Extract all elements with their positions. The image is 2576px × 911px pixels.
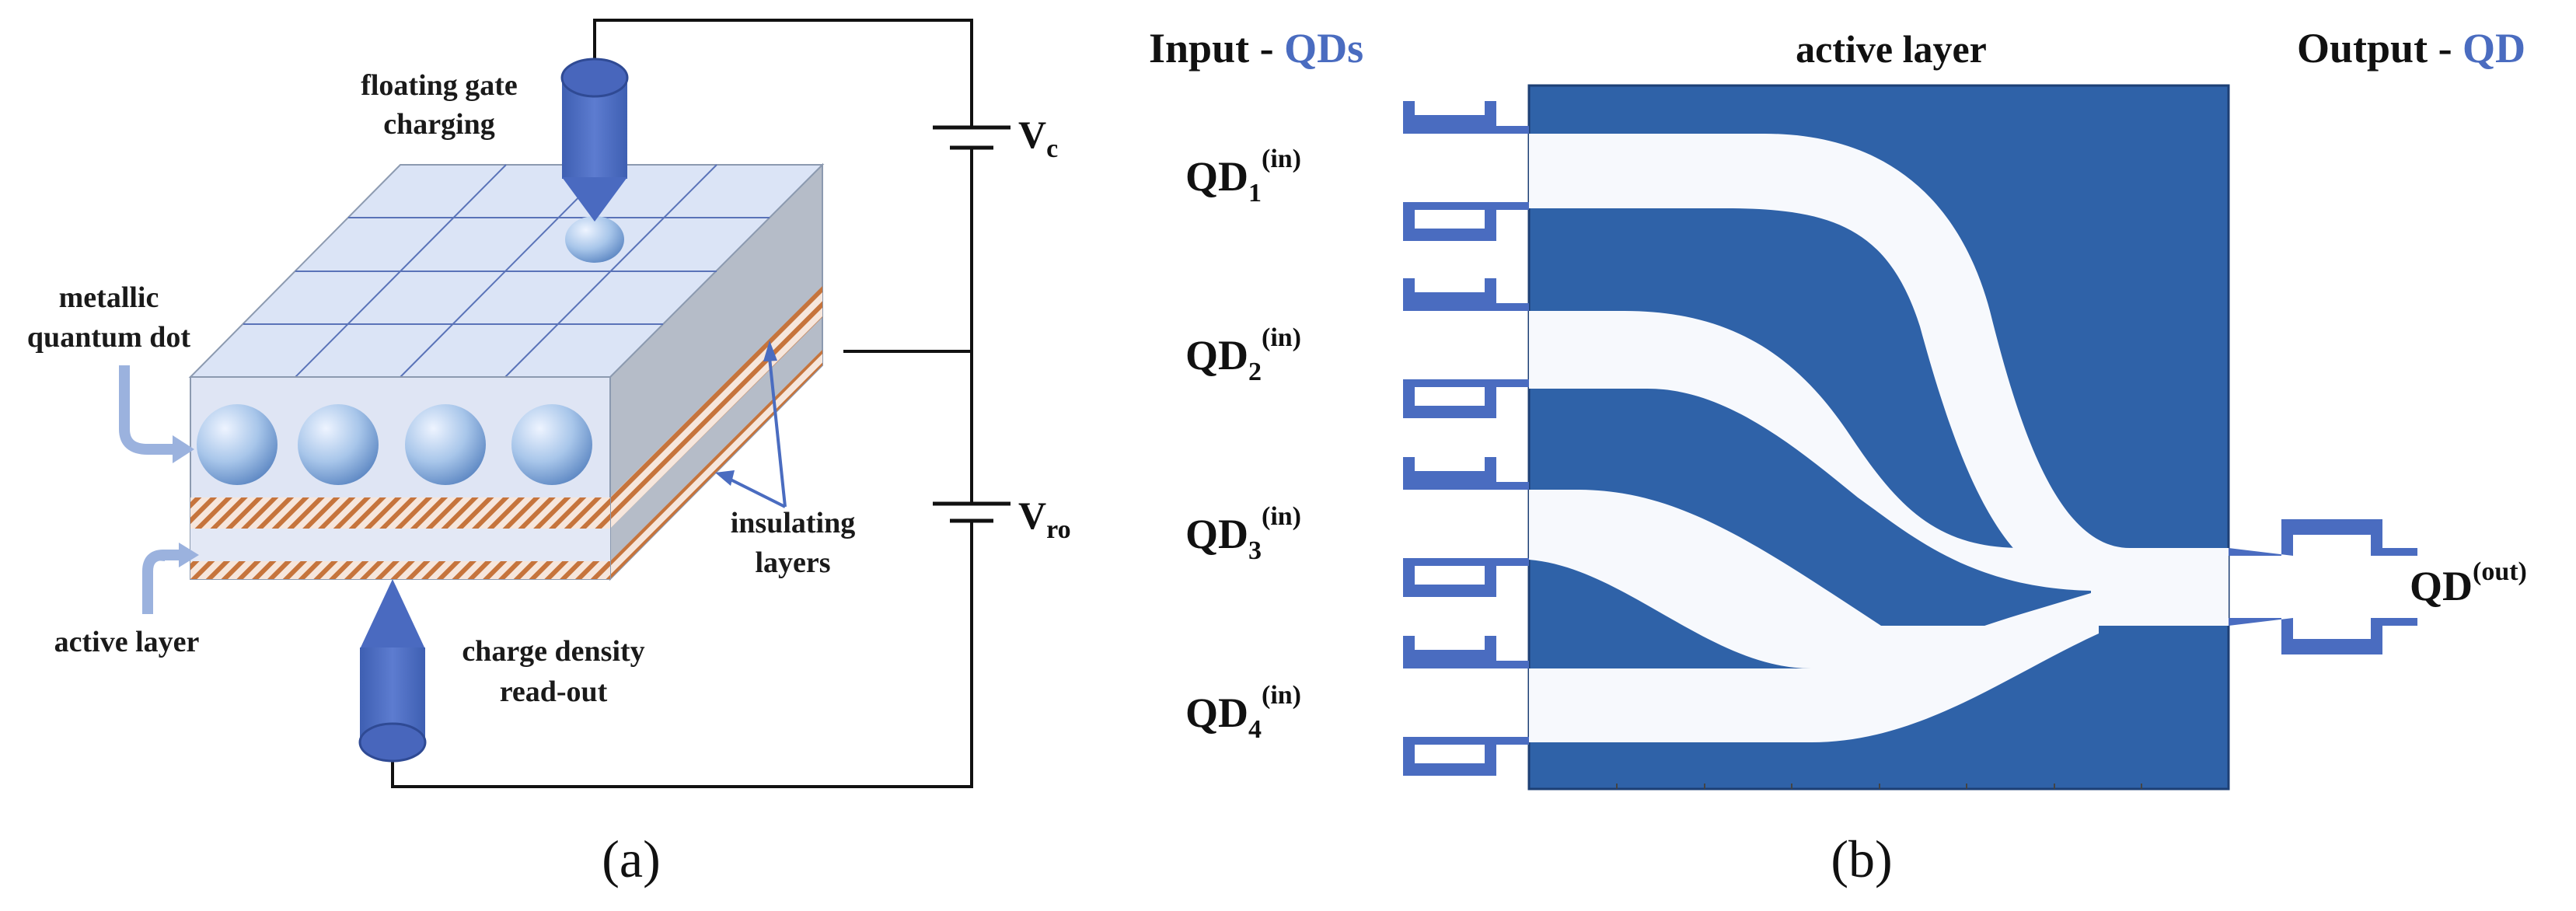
quantum-dot [405,404,486,485]
quantum-dot [197,404,277,485]
insulating-layer-lower [190,561,610,579]
layered-chip [188,162,825,581]
caption-a: (a) [602,829,660,888]
insulating-arrow-1 [768,357,787,508]
quantum-dots [197,404,592,485]
input-port-1 [1403,101,1529,241]
input-label-qd2: QD2(in) [1185,323,1301,386]
top-grid [243,164,770,378]
annotation-arrows [119,340,787,614]
readout-label-line1: charge density [462,635,644,668]
output-header: Output - QD [2297,25,2525,72]
waveguide-branch-3 [1529,490,2099,668]
waveguide-output-trunk [2091,548,2229,626]
metallic-label-line1: metallic [59,281,159,314]
output-port [2229,519,2417,654]
active-layer-label: active layer [54,626,200,658]
input-label-qd4: QD4(in) [1185,681,1301,744]
input-ports [1403,101,2417,776]
floating-gate-probe [560,58,629,222]
waveguide-branch-4 [1529,591,2099,742]
metallic-dot-arrow [119,365,173,455]
insulating-label-line1: insulating [731,507,856,539]
input-port-3 [1403,457,1529,597]
waveguide-pattern [1529,134,2229,742]
panel-a: floating gate charging metallic quantum … [27,19,1071,888]
insulating-label-line2: layers [755,546,830,579]
axis-ticks [1616,784,2142,789]
insulating-layer-upper [190,497,610,529]
waveguide-branch-2 [1529,311,2099,591]
quantum-dot [511,404,592,485]
metallic-label-line2: quantum dot [27,321,190,354]
readout-label-line2: read-out [500,675,608,708]
active-layer-strip [190,529,610,561]
active-layer-title: active layer [1796,27,1987,71]
floating-gate-label-line1: floating gate [361,69,518,102]
waveguide-branch-1 [1529,134,2229,591]
circuit-wires [391,19,1011,788]
vc-label: Vc [1018,113,1058,163]
vro-label: Vro [1018,494,1071,544]
input-label-qd1: QD1(in) [1185,145,1301,208]
input-port-2 [1403,278,1529,418]
caption-b: (b) [1831,829,1892,888]
input-port-4 [1403,636,1529,776]
floating-gate-label-line2: charging [383,108,495,141]
quantum-dot [298,404,379,485]
input-header: Input - QDs [1149,25,1363,72]
panel-b: Input - QDs active layer Output - QD [1149,25,2527,888]
side-insulating-layer-lower [610,350,822,579]
output-label-qd: QD(out) [2410,557,2527,609]
insulating-arrow-2 [728,477,786,508]
readout-probe [358,579,427,763]
charged-dot [565,216,624,263]
input-label-qd3: QD3(in) [1185,502,1301,565]
